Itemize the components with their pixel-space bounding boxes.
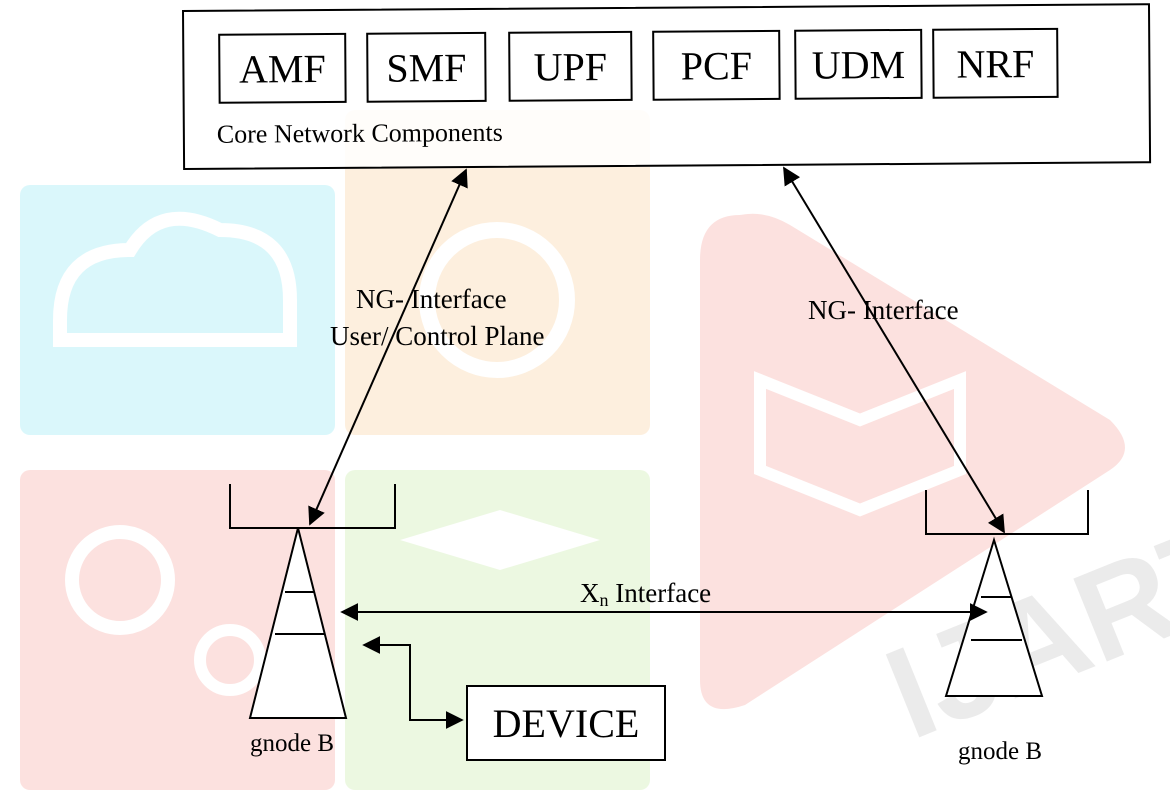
ng-right-label: NG- Interface — [808, 295, 959, 325]
ng-link-right — [783, 166, 1005, 534]
antenna-left-bracket — [229, 484, 396, 529]
xn-interface-label: Xn Interface — [580, 578, 712, 610]
gnodeb-left-tower — [248, 527, 348, 719]
device-box: DEVICE — [466, 685, 666, 761]
gnodeb-left-label: gnode B — [250, 730, 335, 757]
gnodeb-right-label: gnode B — [958, 738, 1043, 765]
gnodeb-right-tower — [944, 536, 1044, 697]
xn-label-main: X — [580, 578, 600, 608]
antenna-right-bracket — [925, 490, 1089, 535]
xn-label-rest: Interface — [608, 578, 712, 608]
device-link — [362, 636, 464, 729]
xn-label-sub: n — [599, 590, 609, 610]
ng-left-label-line1: NG- Interface — [356, 284, 507, 314]
ng-link-left — [308, 168, 468, 526]
ng-left-label-line2: User/ Control Plane — [330, 321, 545, 351]
